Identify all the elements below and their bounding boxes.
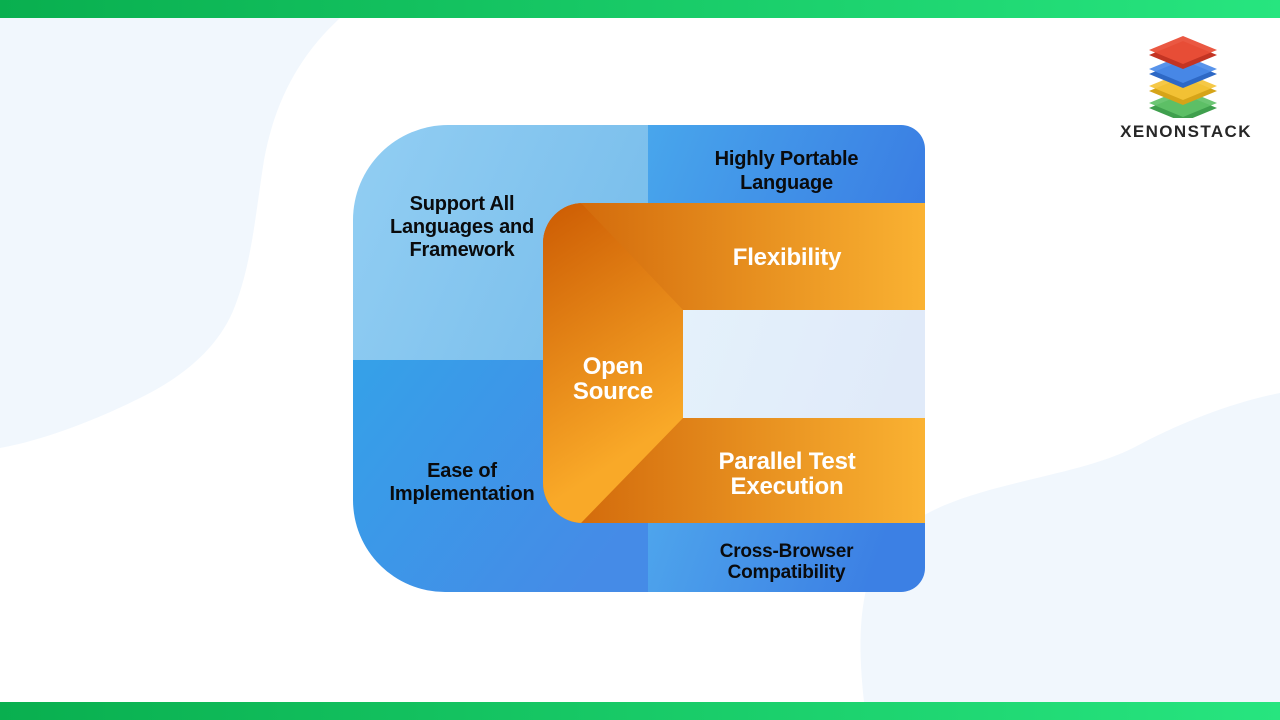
open-source-panel (543, 203, 683, 523)
diagram-shapes (353, 125, 925, 592)
decorative-blob-top-left (0, 18, 340, 448)
label-flexibility: Flexibility (732, 244, 842, 271)
label-open-source: Open Source (572, 353, 654, 405)
logo-layer-red (1149, 36, 1217, 64)
label-parallel-test-execution: Parallel Test Execution (718, 448, 856, 500)
top-accent-bar (0, 0, 1280, 18)
ring-inner-window (683, 310, 925, 418)
open-source-diagram: Support All Languages and Framework High… (353, 125, 925, 592)
xenonstack-layers-icon (1149, 36, 1217, 118)
label-highly-portable-language: Highly Portable Language (714, 148, 859, 194)
label-ease-of-implementation: Ease of Implementation (389, 460, 535, 505)
bottom-accent-bar (0, 702, 1280, 720)
label-support-all-languages: Support All Languages and Framework (389, 193, 535, 261)
label-cross-browser-compatibility: Cross-Browser Compatibility (719, 541, 854, 583)
decorative-blob-bottom-right (860, 393, 1280, 702)
brand-name: XENONSTACK (1120, 122, 1252, 141)
xenonstack-logo: XENONSTACK (1116, 36, 1256, 141)
